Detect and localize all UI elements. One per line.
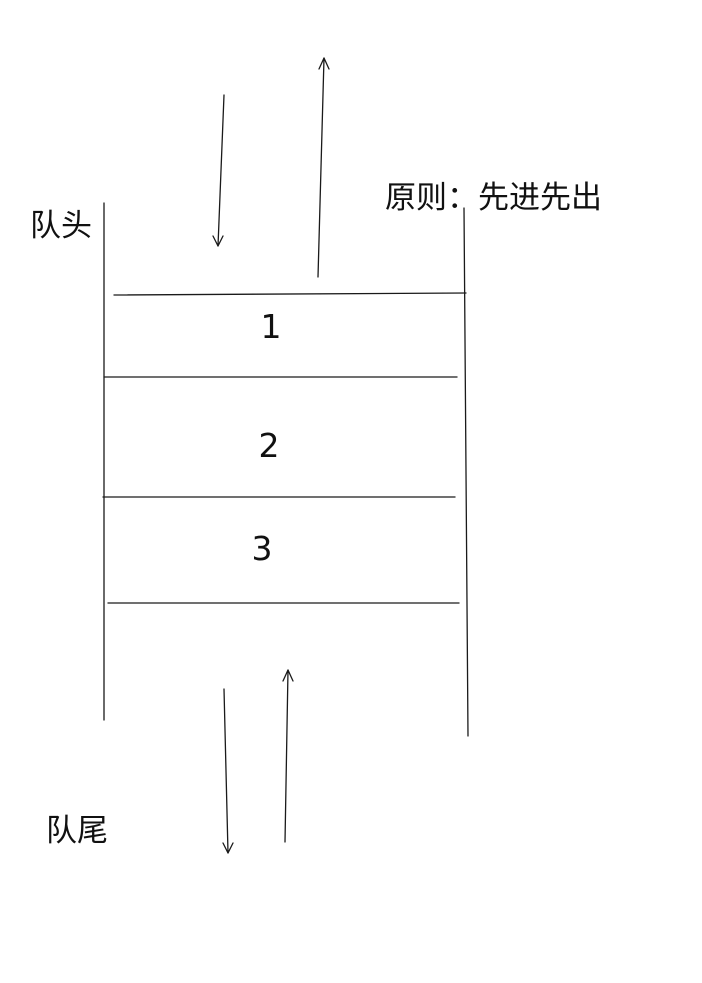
queue-right-wall bbox=[463, 207, 469, 737]
queue-item: 3 bbox=[252, 529, 273, 568]
queue-tail-label: 队尾 bbox=[46, 813, 108, 849]
tail-down-arrow bbox=[222, 688, 234, 854]
tail-up-arrow bbox=[282, 669, 294, 843]
slot-divider-top bbox=[113, 292, 467, 296]
queue-item: 2 bbox=[259, 426, 280, 465]
head-down-arrow bbox=[212, 94, 225, 247]
head-up-arrow bbox=[317, 57, 330, 278]
queue-head-label: 队头 bbox=[30, 208, 92, 244]
principle-label: 原则：先进先出 bbox=[385, 180, 602, 216]
queue-item: 1 bbox=[261, 307, 282, 346]
